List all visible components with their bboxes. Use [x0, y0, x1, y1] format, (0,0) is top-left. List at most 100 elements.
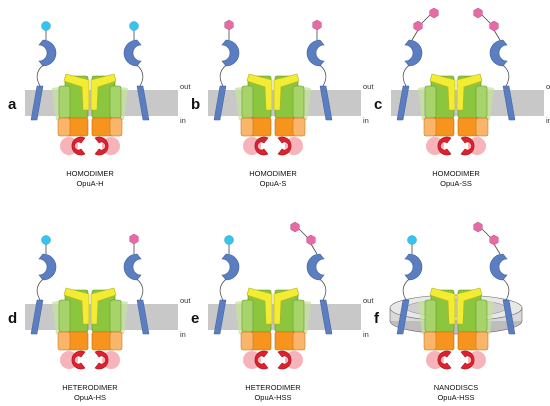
cbs-domain: [437, 350, 452, 370]
panel-letter: e: [191, 310, 199, 327]
cbs-domain: [94, 350, 109, 370]
nbd-block: [292, 117, 306, 137]
nbd-block: [475, 331, 489, 351]
panel-letter: b: [191, 96, 200, 113]
in-label: in: [546, 116, 550, 125]
tmd-block: [241, 85, 254, 119]
panel-name-label: OpuA-HSS: [254, 393, 291, 402]
substrate-hexagon: [429, 7, 439, 19]
linker: [493, 29, 501, 41]
in-label: in: [180, 330, 186, 339]
linker: [481, 14, 492, 25]
substrate-binding-domain: [489, 253, 508, 281]
substrate-hexagon: [224, 19, 234, 31]
nbd-block: [57, 117, 71, 137]
anchor-helix: [213, 85, 227, 121]
cbs-domain: [71, 136, 86, 156]
panel-name-label: OpuA-H: [76, 179, 103, 188]
cbs-domain: [277, 136, 292, 156]
anchor-helix: [30, 299, 44, 335]
substrate-hexagon: [413, 20, 423, 32]
linker: [420, 14, 431, 25]
substrate-circle: [41, 235, 51, 245]
anchor-helix: [319, 85, 333, 121]
substrate-hexagon: [473, 221, 483, 233]
cbs-domain: [254, 350, 269, 370]
in-label: in: [363, 330, 369, 339]
linker: [36, 62, 47, 87]
linker: [316, 276, 327, 301]
nbd-block: [240, 331, 254, 351]
substrate-binding-domain: [306, 253, 325, 281]
linker: [133, 276, 144, 301]
linker: [219, 276, 230, 301]
nbd-block: [109, 117, 123, 137]
substrate-binding-domain: [404, 39, 423, 67]
linker: [411, 29, 419, 41]
gate-helix: [90, 287, 117, 325]
substrate-binding-domain: [123, 39, 142, 67]
in-label: in: [363, 116, 369, 125]
cbs-domain: [94, 136, 109, 156]
substrate-hexagon: [290, 221, 300, 233]
panel-letter: a: [8, 96, 17, 113]
out-label: out: [363, 296, 374, 305]
panel-type-label: HOMODIMER: [66, 169, 114, 178]
cbs-domain: [460, 136, 475, 156]
substrate-binding-domain: [38, 39, 57, 67]
in-label: in: [180, 116, 186, 125]
out-label: out: [180, 296, 191, 305]
substrate-circle: [129, 21, 139, 31]
substrate-hexagon: [489, 234, 499, 246]
substrate-hexagon: [312, 19, 322, 31]
anchor-helix: [136, 85, 150, 121]
panel-type-label: NANODISCS: [434, 383, 479, 392]
cbs-domain: [277, 350, 292, 370]
gate-helix: [63, 73, 90, 111]
anchor-helix: [396, 299, 410, 335]
cbs-domain: [71, 350, 86, 370]
substrate-hexagon: [473, 7, 483, 19]
linker: [310, 243, 318, 255]
tmd-block: [58, 85, 71, 119]
panel-letter: c: [374, 96, 382, 113]
anchor-helix: [213, 299, 227, 335]
nbd-block: [292, 331, 306, 351]
anchor-helix: [136, 299, 150, 335]
tmd-block: [109, 299, 122, 333]
anchor-helix: [30, 85, 44, 121]
cbs-domain: [437, 136, 452, 156]
substrate-hexagon: [306, 234, 316, 246]
nbd-block: [57, 331, 71, 351]
substrate-binding-domain: [221, 253, 240, 281]
tmd-block: [475, 299, 488, 333]
linker: [316, 62, 327, 87]
linker: [133, 62, 144, 87]
panel-letter: d: [8, 310, 17, 327]
out-label: out: [546, 82, 550, 91]
gate-helix: [429, 287, 456, 325]
nbd-block: [475, 117, 489, 137]
substrate-binding-domain: [306, 39, 325, 67]
linker: [402, 62, 413, 87]
panel-name-label: OpuA-SS: [440, 179, 472, 188]
nbd-block: [240, 117, 254, 137]
substrate-binding-domain: [404, 253, 423, 281]
linker: [499, 62, 510, 87]
substrate-hexagon: [129, 233, 139, 245]
gate-helix: [273, 287, 300, 325]
panel-type-label: HETERODIMER: [245, 383, 301, 392]
panel-type-label: HOMODIMER: [249, 169, 297, 178]
nbd-block: [109, 331, 123, 351]
linker: [481, 228, 492, 239]
tmd-block: [58, 299, 71, 333]
tmd-block: [292, 85, 305, 119]
tmd-block: [241, 299, 254, 333]
linker: [499, 276, 510, 301]
tmd-block: [424, 299, 437, 333]
tmd-block: [475, 85, 488, 119]
tmd-block: [424, 85, 437, 119]
cbs-domain: [460, 350, 475, 370]
